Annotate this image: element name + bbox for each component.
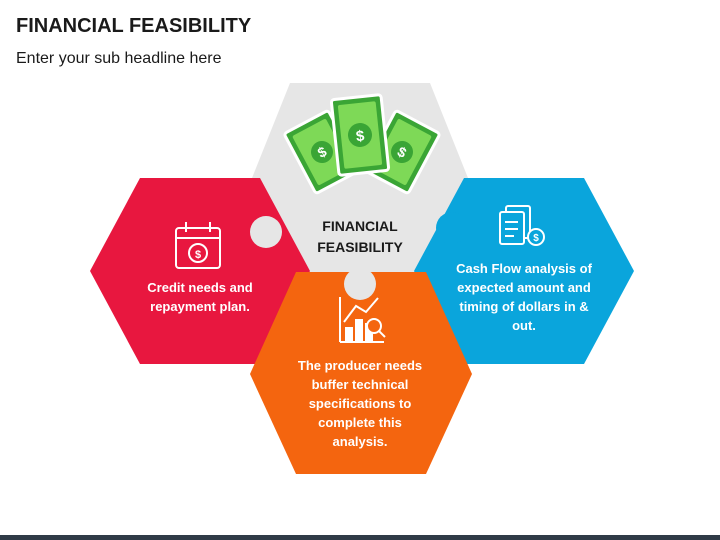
document-dollar-icon: $: [499, 205, 545, 246]
bottom-puzzle-knob: [344, 268, 376, 300]
center-label-line2: FEASIBILITY: [317, 239, 403, 255]
center-label: FINANCIAL FEASIBILITY: [280, 216, 440, 258]
growth-chart-icon: [339, 297, 386, 343]
footer-bar: [0, 535, 720, 540]
left-puzzle-knob: [250, 216, 282, 248]
right-hexagon-text: Cash Flow analysis of expected amount an…: [456, 261, 592, 333]
page-title: FINANCIAL FEASIBILITY: [16, 15, 252, 37]
page-subtitle: Enter your sub headline here: [16, 50, 222, 67]
svg-text:$: $: [355, 128, 366, 146]
right-puzzle-knob: [436, 212, 468, 244]
svg-text:$: $: [533, 233, 539, 244]
svg-text:$: $: [195, 249, 201, 261]
left-hexagon-text: Credit needs and repayment plan.: [147, 280, 253, 314]
money-bills-icon: $ $ $: [283, 93, 441, 195]
bottom-hexagon: [250, 272, 472, 474]
right-hexagon: [414, 178, 634, 364]
bottom-hexagon-text: The producer needs buffer technical spec…: [297, 358, 423, 449]
calendar-dollar-icon: $: [175, 222, 221, 269]
center-label-line1: FINANCIAL: [322, 218, 398, 234]
